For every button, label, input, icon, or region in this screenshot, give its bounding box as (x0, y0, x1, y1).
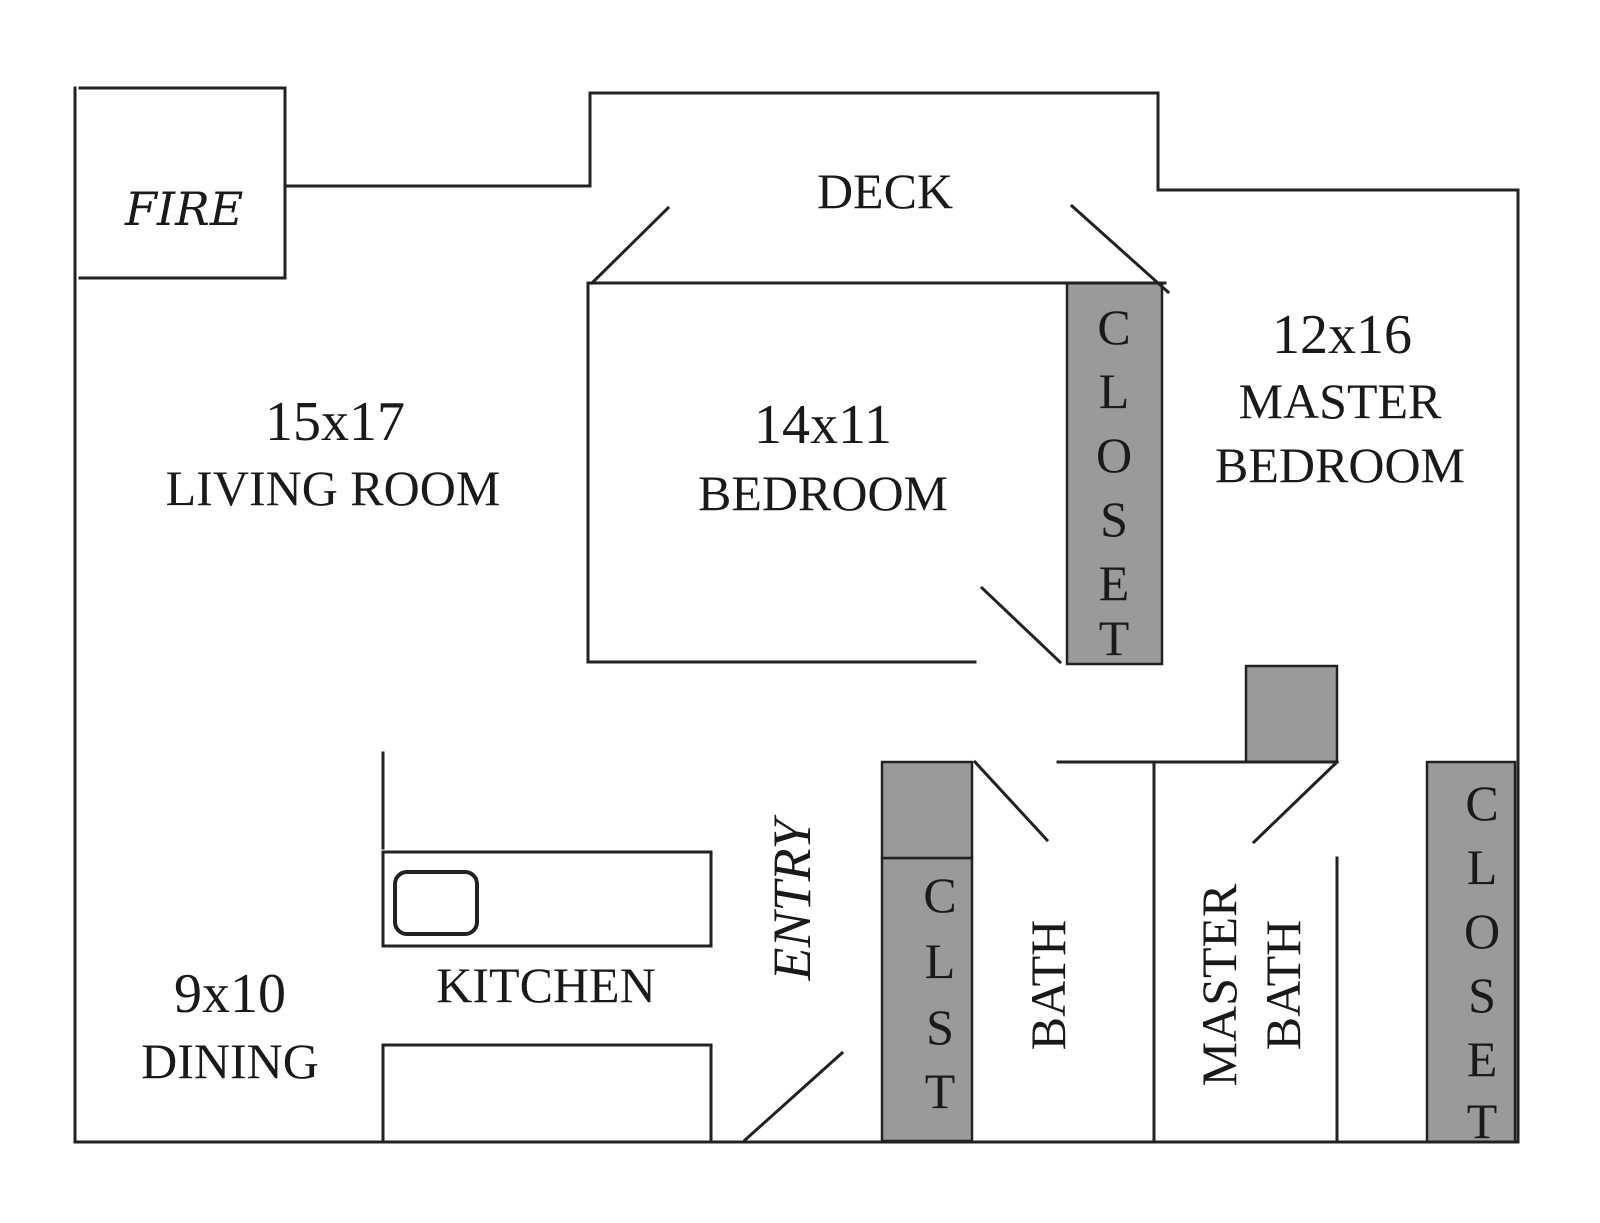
master-bedroom-dim: 12x16 (1272, 304, 1412, 366)
sink (393, 870, 479, 936)
hall-closet-letter: T (925, 1063, 956, 1119)
hall-storage (880, 760, 974, 860)
kitchen-counter-top (381, 850, 713, 948)
bedroom-dim: 14x11 (754, 394, 892, 456)
living-room-name: LIVING ROOM (166, 460, 501, 516)
room-labels: FIRE DECK 15x17 LIVING ROOM 14x11 BEDROO… (124, 163, 1465, 1089)
entry-label: ENTRY (762, 814, 822, 981)
dining-name: DINING (141, 1033, 319, 1089)
fire-label: FIRE (124, 182, 243, 236)
master-closet-letter: O (1464, 903, 1500, 959)
master-closet-letter: E (1467, 1031, 1498, 1087)
deck-door-left (589, 205, 671, 286)
deck-door-right (1069, 203, 1171, 295)
bedroom-closet-letter: C (1097, 299, 1130, 355)
hall-closet (880, 856, 974, 1143)
deck-label: DECK (817, 163, 953, 219)
dining-dim: 9x10 (174, 963, 286, 1025)
master-bath-door (1251, 759, 1340, 845)
kitchen-counter-bottom (381, 1043, 713, 1144)
master-bedroom-line1: MASTER (1239, 373, 1442, 429)
master-closet-letter: T (1467, 1093, 1498, 1149)
bath-door (972, 759, 1050, 843)
closet-labels: C L O S E T C L S T C L O S E T (923, 299, 1500, 1149)
hall-closet-letter: S (926, 999, 954, 1055)
bedroom-closet-letter: E (1099, 555, 1130, 611)
bedroom-closet-letter: O (1096, 427, 1132, 483)
kitchen-label: KITCHEN (436, 957, 655, 1013)
master-bath-line1: MASTER (1191, 883, 1247, 1086)
bedroom-name: BEDROOM (698, 465, 948, 521)
hall-closet-letter: L (925, 933, 956, 989)
master-bedroom-line2: BEDROOM (1215, 437, 1465, 493)
bedroom-closet-letter: T (1099, 610, 1130, 666)
master-closet-letter: C (1465, 775, 1498, 831)
living-room-dim: 15x17 (265, 391, 405, 453)
bedroom-wall (586, 281, 977, 664)
fireplace-wall (78, 86, 287, 280)
master-closet-letter: L (1467, 839, 1498, 895)
closet-fills (880, 281, 1517, 1144)
master-bath-line2: BATH (1255, 920, 1311, 1051)
master-storage (1244, 664, 1339, 764)
bedroom-closet (1065, 281, 1164, 666)
bedroom-closet-letter: S (1100, 491, 1128, 547)
walls (73, 86, 1520, 1144)
bedroom-closet-letter: L (1099, 363, 1130, 419)
entry-door (742, 1050, 845, 1143)
hall-closet-letter: C (923, 867, 956, 923)
master-closet-letter: S (1468, 967, 1496, 1023)
bedroom-door (979, 585, 1063, 665)
bath-label: BATH (1020, 920, 1076, 1051)
